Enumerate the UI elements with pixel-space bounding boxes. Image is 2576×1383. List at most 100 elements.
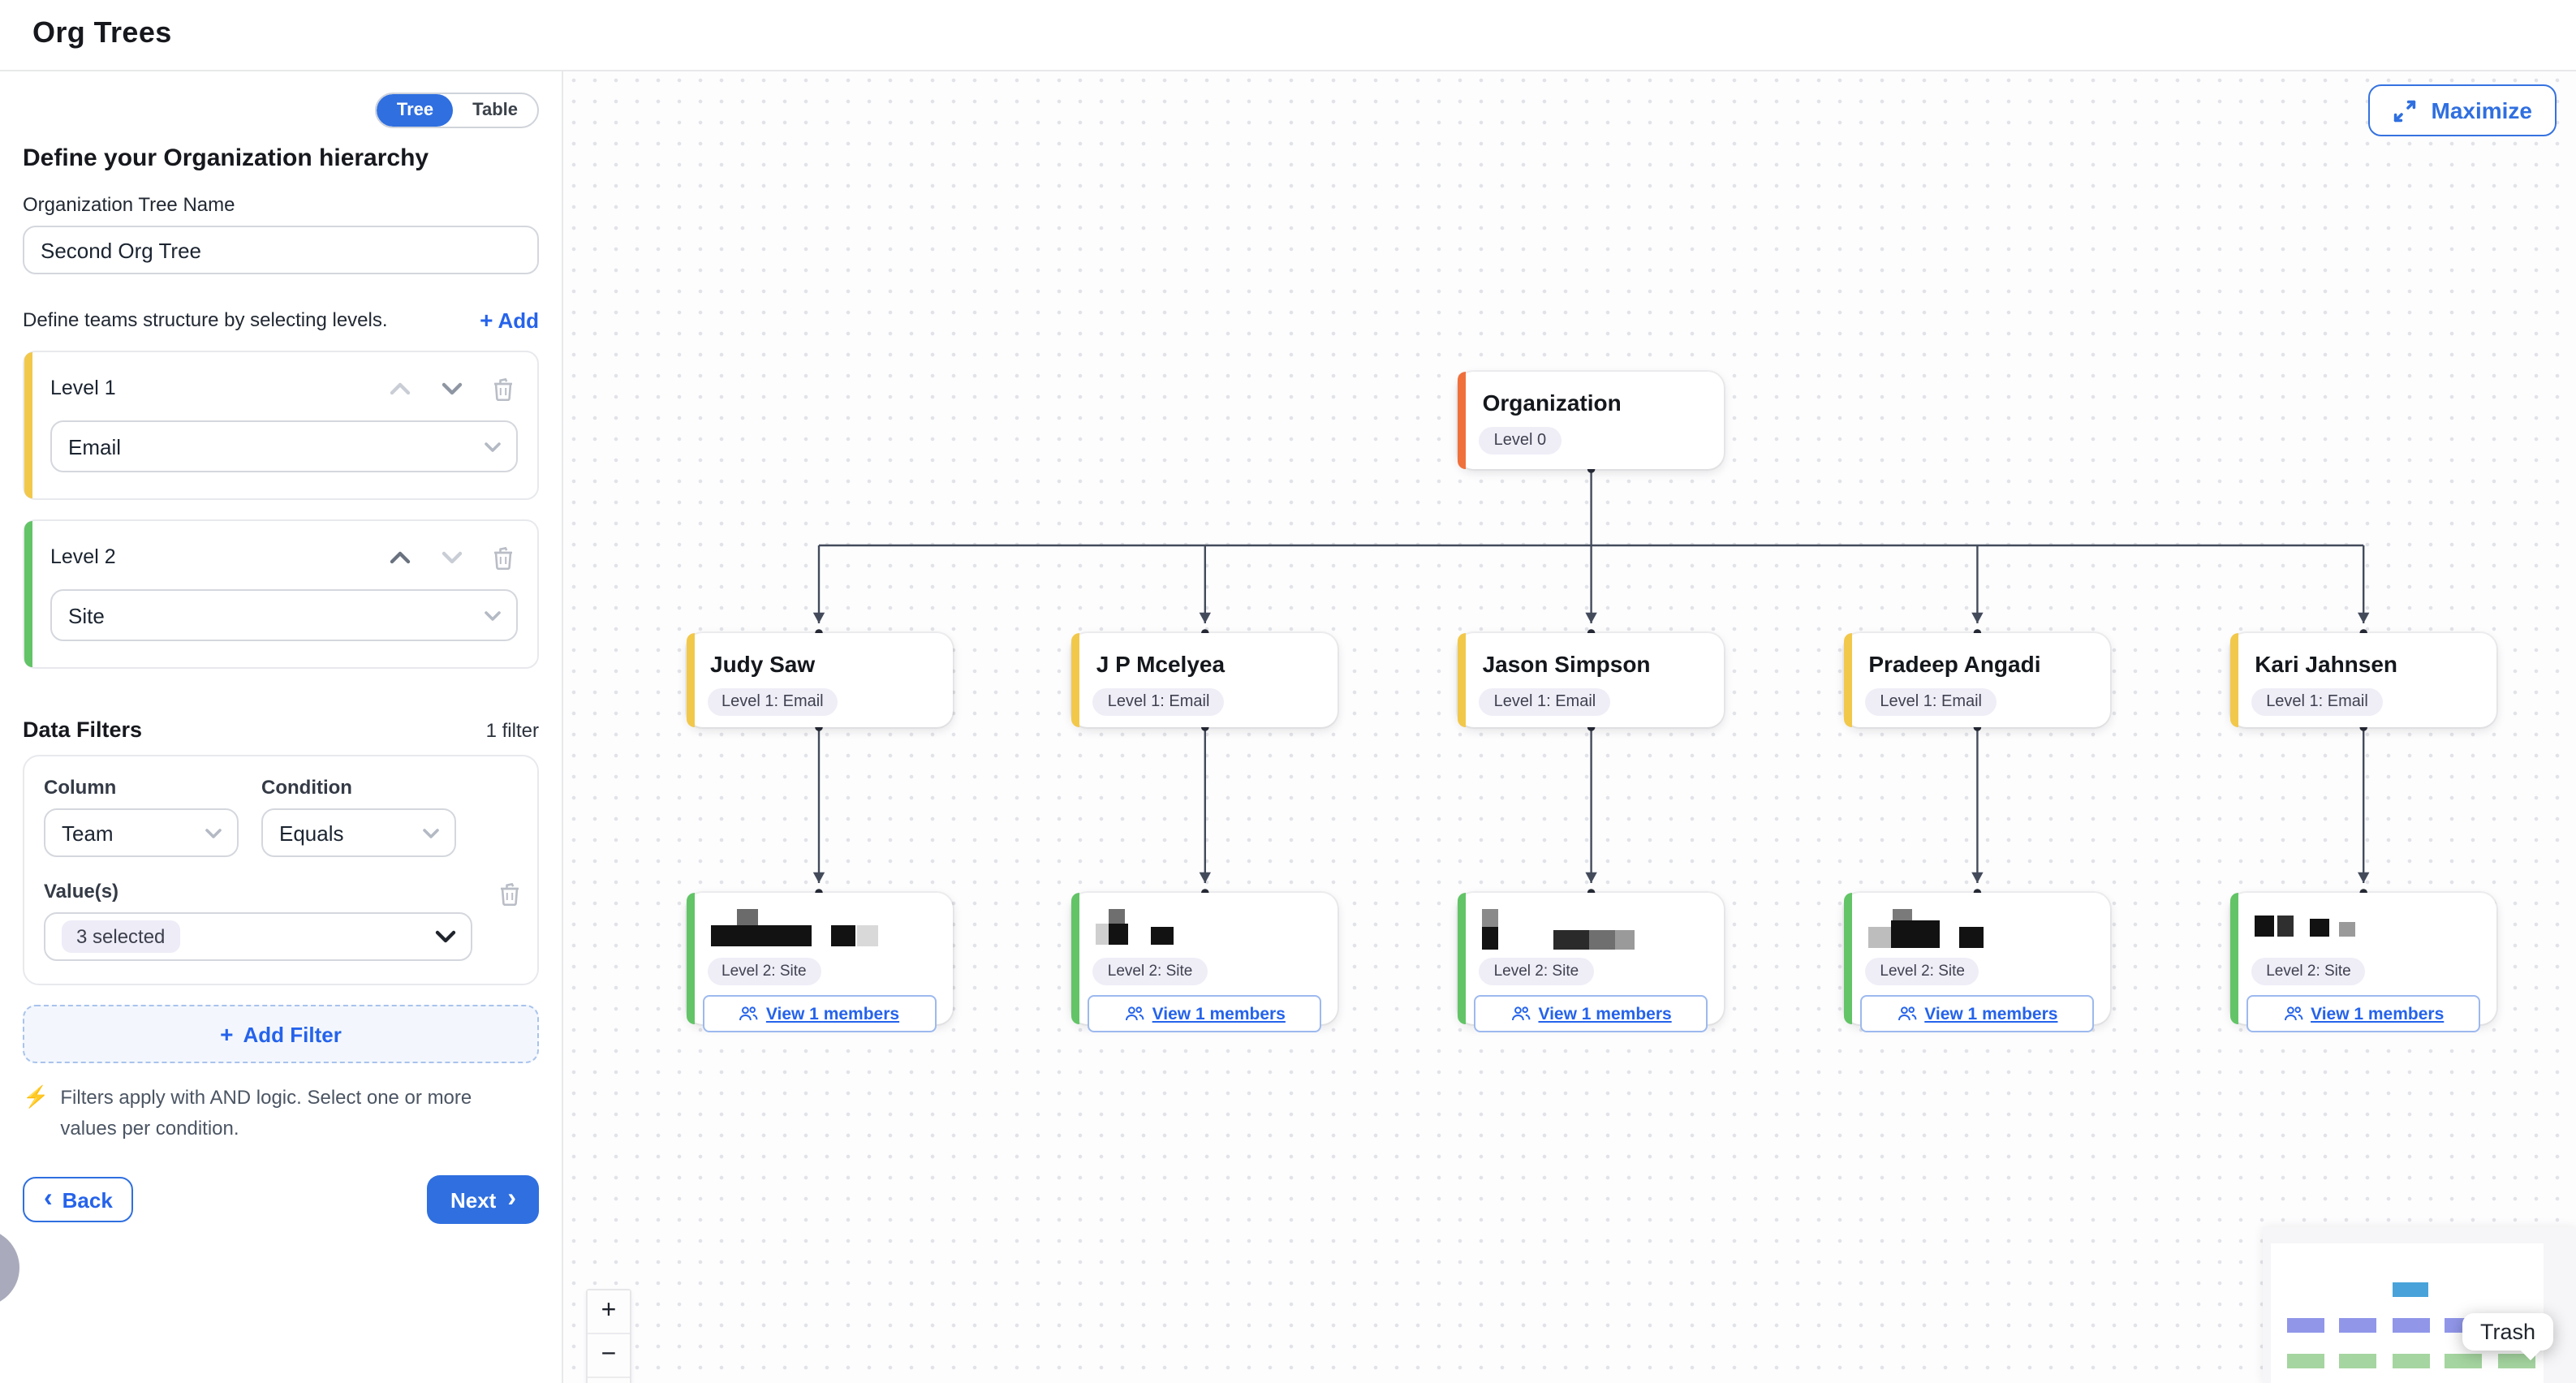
levels-hint: Define teams structure by selecting leve… [23, 308, 388, 331]
node-accent-bar [1844, 633, 1853, 727]
org-chart-canvas[interactable]: Maximize Organization Level 0 Judy Saw Le… [563, 70, 2576, 1383]
org-node-level2[interactable]: Level 2: Site View 1 members [1844, 893, 2111, 1032]
move-up-icon[interactable] [385, 544, 414, 570]
chevron-down-icon [484, 603, 502, 627]
column-select[interactable]: Team [44, 808, 239, 857]
node-accent-bar [1844, 893, 1853, 1024]
tree-name-label: Organization Tree Name [23, 193, 235, 216]
node-level-badge: Level 1: Email [2251, 688, 2383, 716]
toggle-table[interactable]: Table [472, 101, 518, 120]
node-level-badge: Level 1: Email [1865, 688, 1997, 716]
node-accent-bar [686, 893, 694, 1024]
node-accent-bar [686, 633, 694, 727]
node-accent-bar [1071, 893, 1080, 1024]
view-members-button[interactable]: View 1 members [2246, 995, 2481, 1032]
values-select[interactable]: 3 selected [44, 912, 472, 961]
toggle-tree[interactable]: Tree [377, 94, 454, 127]
plus-icon: + [480, 307, 493, 333]
minimap-level1-node [2393, 1318, 2430, 1333]
view-members-button[interactable]: View 1 members [1088, 995, 1322, 1032]
redacted-text-block [830, 925, 855, 946]
people-icon [739, 1006, 758, 1021]
minimap-level2-node [2339, 1354, 2376, 1368]
node-title: Judy Saw [710, 651, 816, 677]
node-accent-bar [1071, 633, 1080, 727]
condition-label: Condition [261, 776, 352, 799]
add-filter-button[interactable]: +Add Filter [23, 1005, 539, 1063]
redacted-text-block [736, 909, 757, 925]
view-members-button[interactable]: View 1 members [1860, 995, 2095, 1032]
move-up-icon[interactable] [385, 375, 414, 401]
column-label: Column [44, 776, 117, 799]
node-accent-bar [1458, 633, 1467, 727]
level-2-select[interactable]: Site [50, 589, 518, 641]
redacted-text-block [856, 925, 877, 946]
view-mode-toggle[interactable]: Tree Table [375, 93, 539, 128]
chevron-left-icon: ‹ [44, 1185, 53, 1213]
org-node-level1[interactable]: Jason Simpson Level 1: Email [1458, 633, 1725, 727]
level-1-accent-bar [24, 352, 32, 498]
trash-icon[interactable] [489, 375, 518, 401]
org-node-level1[interactable]: Kari Jahnsen Level 1: Email [2230, 633, 2497, 727]
org-node-level1[interactable]: J P Mcelyea Level 1: Email [1071, 633, 1338, 727]
redacted-text-block [1109, 909, 1126, 924]
node-level-badge: Level 2: Site [707, 958, 821, 985]
node-accent-bar [1458, 893, 1467, 1024]
zoom-out-button[interactable]: − [588, 1334, 630, 1378]
redacted-text-block [2310, 919, 2330, 937]
redacted-text-block [1482, 909, 1499, 927]
redacted-node-title [1868, 909, 2091, 951]
move-down-icon[interactable] [437, 544, 466, 570]
people-icon [1125, 1006, 1144, 1021]
level-card-1: Level 1 Email [23, 351, 539, 500]
next-button[interactable]: Next› [427, 1175, 539, 1225]
org-node-level2[interactable]: Level 2: Site View 1 members [686, 893, 952, 1032]
selected-count-chip: 3 selected [62, 920, 180, 953]
org-node-level2[interactable]: Level 2: Site View 1 members [2230, 893, 2497, 1032]
filter-count: 1 filter [485, 719, 539, 742]
back-button[interactable]: ‹Back [23, 1177, 134, 1223]
org-node-level1[interactable]: Pradeep Angadi Level 1: Email [1844, 633, 2111, 727]
level-card-2: Level 2 Site [23, 519, 539, 669]
minimap-level1-node [2287, 1318, 2324, 1333]
level-2-accent-bar [24, 521, 32, 667]
chevron-down-icon [484, 434, 502, 459]
view-members-button[interactable]: View 1 members [702, 995, 936, 1032]
org-node-root[interactable]: Organization Level 0 [1458, 372, 1725, 469]
people-icon [1511, 1006, 1530, 1021]
add-level-button[interactable]: +Add [480, 307, 539, 333]
minimap-level2-node [2393, 1354, 2430, 1368]
org-node-level2[interactable]: Level 2: Site View 1 members [1458, 893, 1725, 1032]
condition-select[interactable]: Equals [261, 808, 456, 857]
maximize-button[interactable]: Maximize [2367, 84, 2557, 136]
plus-icon: + [220, 1021, 234, 1047]
redacted-text-block [2255, 916, 2275, 937]
redacted-text-block [1553, 930, 1590, 950]
org-node-level1[interactable]: Judy Saw Level 1: Email [686, 633, 952, 727]
node-level-badge: Level 2: Site [2251, 958, 2366, 985]
redacted-text-block [2277, 916, 2294, 937]
view-members-button[interactable]: View 1 members [1474, 995, 1708, 1032]
redacted-text-block [710, 925, 811, 946]
minimap-root-node [2393, 1282, 2428, 1297]
redacted-text-block [1482, 927, 1499, 950]
move-down-icon[interactable] [437, 375, 466, 401]
redacted-text-block [1096, 924, 1113, 945]
lightning-icon: ⚡ [23, 1084, 50, 1109]
node-level-badge: Level 0 [1479, 427, 1562, 455]
node-accent-bar [2230, 633, 2239, 727]
fit-view-button[interactable] [588, 1378, 630, 1383]
app-header: Org Trees [0, 0, 2576, 71]
filter-card: Column Team Condition Equals Valu [23, 755, 539, 985]
org-node-level2[interactable]: Level 2: Site View 1 members [1071, 893, 1338, 1032]
chevron-down-icon [435, 924, 456, 949]
zoom-in-button[interactable]: + [588, 1290, 630, 1334]
node-accent-bar [1458, 372, 1467, 469]
tree-name-input[interactable] [23, 226, 539, 274]
level-1-select[interactable]: Email [50, 420, 518, 472]
remove-filter-icon[interactable] [495, 880, 524, 906]
trash-tooltip: Trash [2462, 1313, 2553, 1351]
node-title: J P Mcelyea [1096, 651, 1226, 677]
trash-icon[interactable] [489, 544, 518, 570]
